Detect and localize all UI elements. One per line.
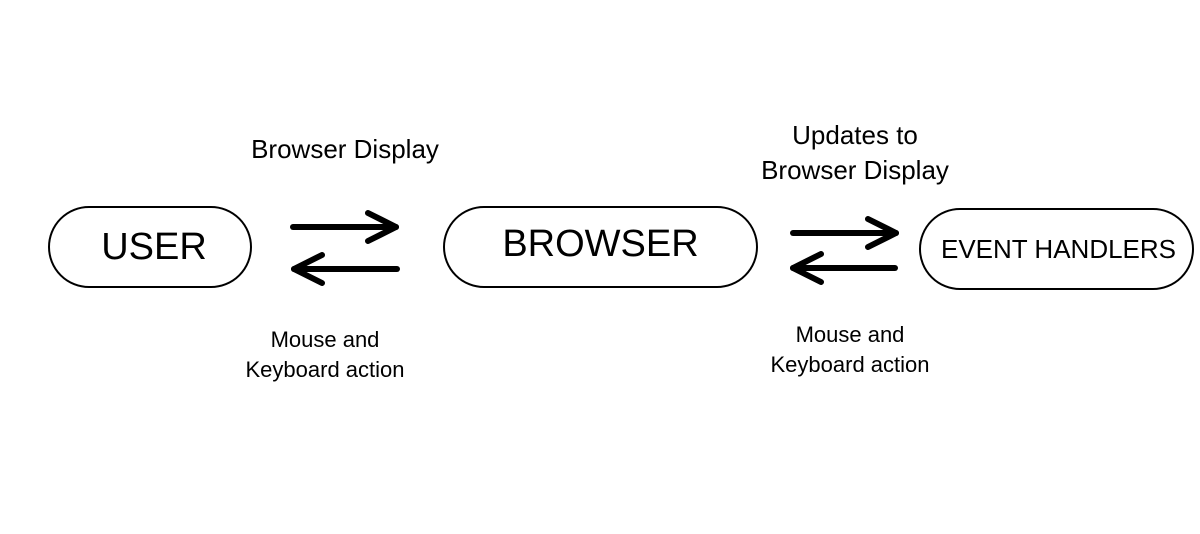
left-arrow-icon xyxy=(790,251,898,285)
right-arrow-icon xyxy=(790,216,899,250)
mouse-keyboard-right-line-2: Keyboard action xyxy=(770,352,930,377)
left-arrow-icon xyxy=(291,252,400,286)
browser-handlers-arrows xyxy=(790,216,899,285)
mouse-keyboard-left-line-1: Mouse and xyxy=(270,327,380,352)
user-browser-arrows xyxy=(290,210,400,286)
updates-label-line-2: Browser Display xyxy=(761,155,949,185)
browser-node: BROWSER xyxy=(443,206,758,288)
mouse-keyboard-left-line-2: Keyboard action xyxy=(245,357,405,382)
event-handlers-node: EVENT HANDLERS xyxy=(919,208,1194,290)
mouse-keyboard-label-left: Mouse and Keyboard action xyxy=(225,325,425,385)
right-arrow-icon xyxy=(290,210,399,244)
browser-display-label: Browser Display xyxy=(251,134,439,164)
user-node: USER xyxy=(48,206,252,288)
mouse-keyboard-label-right: Mouse and Keyboard action xyxy=(750,320,950,380)
updates-label-line-1: Updates to xyxy=(792,120,918,150)
updates-browser-display-label: Updates to Browser Display xyxy=(740,118,970,188)
mouse-keyboard-right-line-1: Mouse and xyxy=(795,322,905,347)
